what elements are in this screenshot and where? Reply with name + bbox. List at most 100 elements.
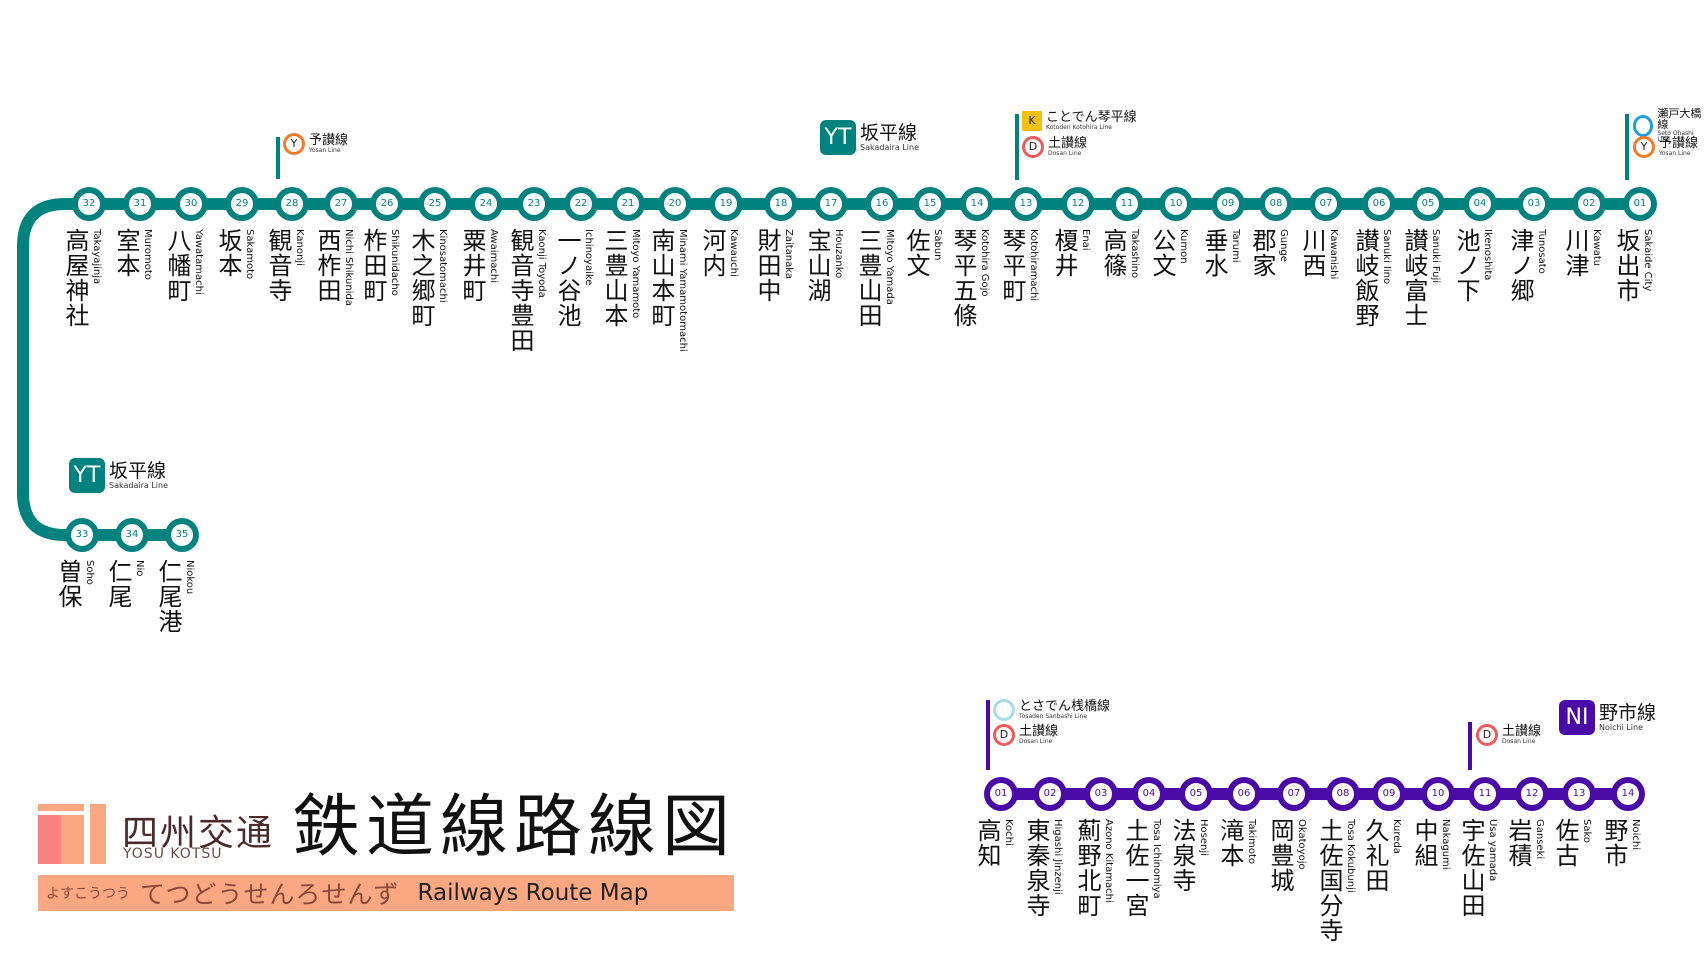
line-name-jp: 坂平線 xyxy=(109,459,167,482)
station-number: 10 xyxy=(1427,783,1449,805)
transfer-bar-kotohiramachi xyxy=(1015,114,1019,180)
station-name-jp: 土佐一宮 xyxy=(1121,818,1149,918)
station-name-en: Kotohiramachi xyxy=(1028,229,1039,302)
station-name-jp: 曽保 xyxy=(54,559,82,609)
transfer-bar-usayamada xyxy=(1468,722,1472,770)
station-name-jp: 坂本 xyxy=(214,228,242,278)
transfer-name-en: Yosan Line xyxy=(309,147,341,154)
station-number: 08 xyxy=(1265,193,1287,215)
station-number: 11 xyxy=(1474,783,1496,805)
station-number: 05 xyxy=(1185,783,1207,805)
station-name-jp: 佐文 xyxy=(902,228,930,278)
transfer-bar-kochi xyxy=(986,700,990,770)
station-name-jp: 木之郷町 xyxy=(407,228,435,328)
station-number: 34 xyxy=(121,524,143,546)
station-name-jp: 讃岐富士 xyxy=(1400,228,1428,328)
station-number: 12 xyxy=(1521,783,1543,805)
station-name-jp: 三豊山本 xyxy=(600,228,628,328)
line-code-icon: YT xyxy=(820,120,856,155)
station-number: 33 xyxy=(71,524,93,546)
station-name-en: Kaonji Toyoda xyxy=(536,229,547,298)
station-name-en: Nichi Shikunida xyxy=(343,229,354,306)
station-number: 03 xyxy=(1523,193,1545,215)
station-name-jp: 郡家 xyxy=(1248,228,1276,278)
station-name-en: Awaimachi xyxy=(488,229,499,284)
station-name-jp: 粟井町 xyxy=(458,228,486,303)
station-name-en: Houzanko xyxy=(833,229,844,279)
station-number: 15 xyxy=(919,193,941,215)
line-code-icon: NI xyxy=(1559,700,1595,735)
station-name-jp: 垂水 xyxy=(1200,228,1228,278)
line-name-jp: 野市線 xyxy=(1599,701,1657,724)
station-name-en: Okatoyojo xyxy=(1296,819,1307,870)
station-name-jp: 仁尾港 xyxy=(154,559,182,634)
station-name-jp: 川西 xyxy=(1298,228,1326,278)
station-number: 09 xyxy=(1378,783,1400,805)
dosan-line-icon: D xyxy=(1476,724,1498,746)
station-number: 01 xyxy=(990,783,1012,805)
station-number: 10 xyxy=(1165,193,1187,215)
transfer-name-jp: ことでん琴平線 xyxy=(1046,110,1137,125)
station-name-jp: 高篠 xyxy=(1099,228,1127,278)
station-name-en: Yawatamachi xyxy=(193,229,204,295)
station-name-jp: 高屋神社 xyxy=(61,228,89,328)
station-name-jp: 池ノ下 xyxy=(1452,228,1480,303)
station-name-jp: 八幡町 xyxy=(163,228,191,303)
station-number: 05 xyxy=(1417,193,1439,215)
station-name-jp: 柞田町 xyxy=(359,228,387,303)
transfer-bar-kanonji xyxy=(276,137,280,179)
kotoden-line-icon: K xyxy=(1022,111,1042,131)
company-name-jp: 四州交通 xyxy=(122,813,275,854)
station-number: 01 xyxy=(1629,193,1651,215)
station-number: 30 xyxy=(180,193,202,215)
title-en: Railways Route Map xyxy=(417,880,649,906)
station-number: 07 xyxy=(1315,193,1337,215)
station-name-en: Hosenji xyxy=(1198,819,1209,856)
station-name-en: Sabun xyxy=(932,229,943,261)
station-name-jp: 滝本 xyxy=(1216,818,1244,868)
sakadaira-line-track xyxy=(17,198,1640,541)
station-name-jp: 観音寺 xyxy=(264,228,292,303)
company-name-en: YOSU KOTSU xyxy=(123,846,223,862)
station-number: 12 xyxy=(1067,193,1089,215)
station-number: 32 xyxy=(78,193,100,215)
station-name-en: Minami Yamamotomachi xyxy=(677,229,688,352)
station-name-en: Muromoto xyxy=(142,229,153,280)
station-name-en: Mitoyo Yamamoto xyxy=(630,229,641,319)
station-name-en: Mitoyo Yamada xyxy=(884,229,895,305)
station-name-jp: 野市 xyxy=(1600,818,1628,868)
station-number: 22 xyxy=(570,193,592,215)
station-name-jp: 薊野北町 xyxy=(1073,818,1101,918)
station-number: 35 xyxy=(171,524,193,546)
station-name-en: Kureda xyxy=(1391,819,1402,854)
transfer-name-jp: 予讃線 xyxy=(1659,136,1699,151)
station-number: 07 xyxy=(1283,783,1305,805)
station-number: 09 xyxy=(1217,193,1239,215)
station-name-en: Kawatu xyxy=(1591,229,1602,267)
station-name-en: Tosa Ichinomiya xyxy=(1151,819,1162,899)
transfer-name-jp: 土讃線 xyxy=(1502,724,1542,739)
station-name-jp: 中組 xyxy=(1410,818,1438,868)
station-name-en: Kinosatomachi xyxy=(437,229,448,303)
station-name-jp: 一ノ谷池 xyxy=(553,228,581,328)
station-number: 31 xyxy=(129,193,151,215)
station-name-en: Ikenoshita xyxy=(1482,229,1493,281)
station-name-en: Takimoto xyxy=(1246,819,1257,865)
station-name-en: Tarumi xyxy=(1230,229,1241,263)
station-name-jp: 法泉寺 xyxy=(1168,818,1196,893)
station-name-en: Takayajinja xyxy=(91,229,102,285)
station-number: 02 xyxy=(1039,783,1061,805)
line-name-en: Noichi Line xyxy=(1599,722,1644,732)
tosaden-line-icon xyxy=(993,699,1015,721)
station-number: 28 xyxy=(281,193,303,215)
station-name-jp: 西柞田 xyxy=(313,228,341,303)
